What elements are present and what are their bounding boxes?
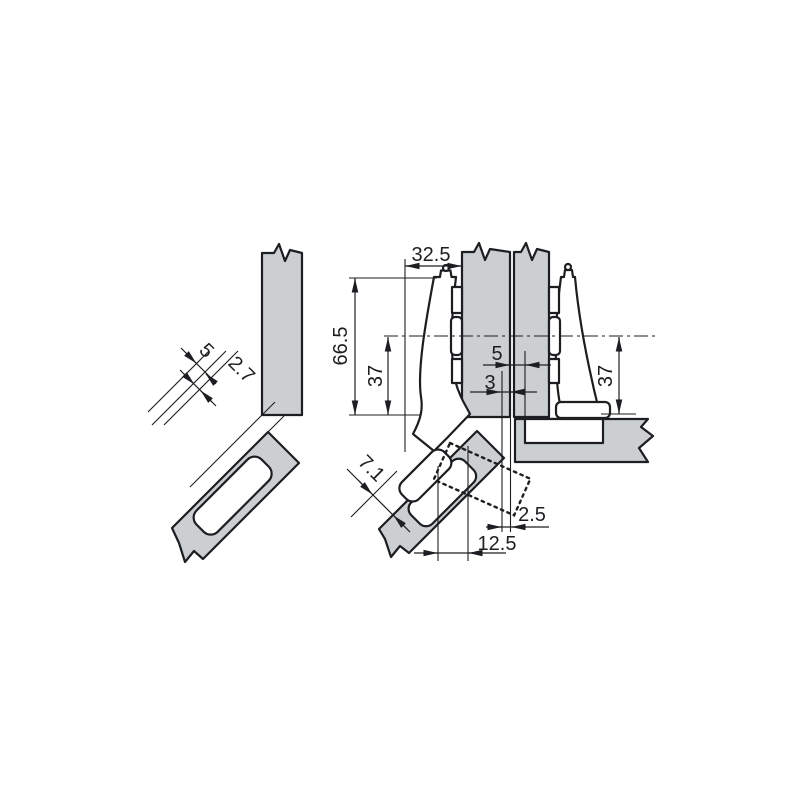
dim-label-joint-gap: 5 bbox=[491, 343, 502, 365]
dim-label-total-height: 66.5 bbox=[330, 327, 352, 366]
mounting-plate-left bbox=[449, 285, 464, 385]
dimension-lines bbox=[179, 262, 623, 557]
dim-label-plate-height-right: 37 bbox=[595, 365, 617, 387]
left-view-side-panel bbox=[260, 242, 304, 417]
dim-label-edge-offset: 2.5 bbox=[518, 504, 546, 526]
arm-boss-right bbox=[563, 262, 573, 272]
dimension-labels: 5 2.7 32.5 66.5 37 5 3 37 7.1 2.5 12.5 bbox=[195, 244, 617, 555]
dim-label-reveal: 2.7 bbox=[224, 352, 259, 387]
left-view bbox=[170, 242, 304, 564]
dim-label-overlay: 5 bbox=[195, 339, 218, 362]
slab-recess bbox=[523, 417, 605, 445]
right-view bbox=[349, 241, 658, 559]
dim-label-cup-distance: 12.5 bbox=[478, 533, 517, 555]
reference-lines bbox=[147, 259, 636, 561]
open-door-dotted-outline bbox=[432, 441, 532, 517]
dim-label-joint-overlap: 3 bbox=[484, 372, 495, 394]
base-plate-right bbox=[554, 400, 612, 420]
hinge-arm-right bbox=[554, 268, 599, 406]
dim-label-top-width: 32.5 bbox=[412, 244, 451, 266]
center-panel-right bbox=[512, 241, 551, 419]
left-view-cup-recess bbox=[192, 455, 273, 536]
mounting-plate-right bbox=[547, 285, 562, 385]
dim-label-plate-height-left: 37 bbox=[365, 365, 387, 387]
hinge-arm-end bbox=[398, 448, 453, 503]
center-panel-left bbox=[460, 241, 512, 419]
